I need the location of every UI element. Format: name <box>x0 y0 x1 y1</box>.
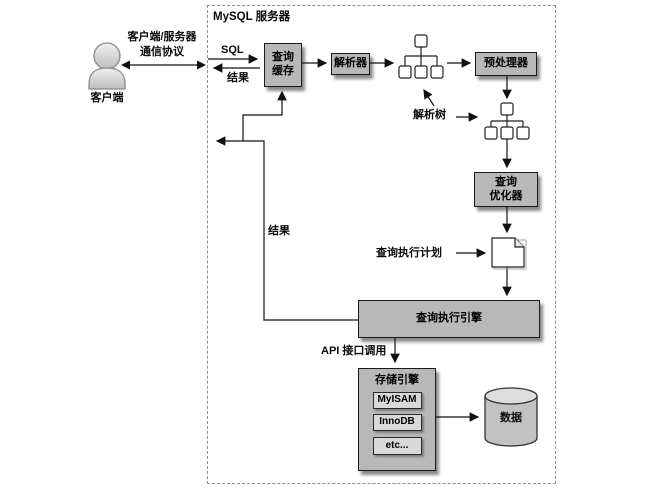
result-to-cache-line <box>242 90 287 141</box>
api-call-label: API 接口调用 <box>321 345 387 357</box>
query-cache-label-line2: 缓存 <box>272 65 294 77</box>
sql-label: SQL <box>221 44 244 56</box>
protocol-label-line2: 通信协议 <box>140 46 184 58</box>
query-plan-document-icon <box>491 237 527 270</box>
parser-node: 解析器 <box>331 53 370 75</box>
protocol-label-line1: 客户端/服务器 <box>127 31 197 43</box>
preprocessor-node: 预处理器 <box>475 52 537 76</box>
query-execution-engine-label: 查询执行引擎 <box>416 312 482 325</box>
parse-tree-label: 解析树 <box>413 109 446 121</box>
storage-engine-node: 存储引擎 MyISAM InnoDB etc... <box>358 368 436 471</box>
query-plan-label: 查询执行计划 <box>376 247 442 259</box>
parser-label: 解析器 <box>334 57 367 70</box>
client-person-icon <box>88 42 126 90</box>
mysql-server-boundary <box>207 5 556 484</box>
query-cache-node: 查询 缓存 <box>264 43 302 87</box>
mysql-server-title: MySQL 服务器 <box>213 11 291 23</box>
query-optimizer-label-line2: 优化器 <box>489 189 523 202</box>
data-cylinder-icon <box>484 387 538 447</box>
query-optimizer-node: 查询 优化器 <box>474 172 538 207</box>
engine-innodb: InnoDB <box>372 413 422 431</box>
query-cache-label-line1: 查询 <box>272 51 294 64</box>
result-feedback-line <box>215 136 358 321</box>
result-feedback-label: 结果 <box>268 225 290 237</box>
engine-myisam: MyISAM <box>372 391 422 409</box>
client-server-arrow <box>121 60 206 70</box>
storage-engine-label: 存储引擎 <box>375 374 419 386</box>
client-label: 客户端 <box>90 92 124 104</box>
result-top-label: 结果 <box>227 72 249 84</box>
query-execution-engine-node: 查询执行引擎 <box>358 300 540 338</box>
data-store-label: 数据 <box>500 412 522 424</box>
query-optimizer-label-line1: 查询 <box>495 175 517 188</box>
preprocessor-label: 预处理器 <box>484 57 528 70</box>
engine-etc: etc... <box>372 436 422 455</box>
parse-tree-icon-2 <box>484 102 530 140</box>
parse-tree-up-arrow <box>423 88 435 107</box>
parse-tree-icon-1 <box>398 34 444 79</box>
